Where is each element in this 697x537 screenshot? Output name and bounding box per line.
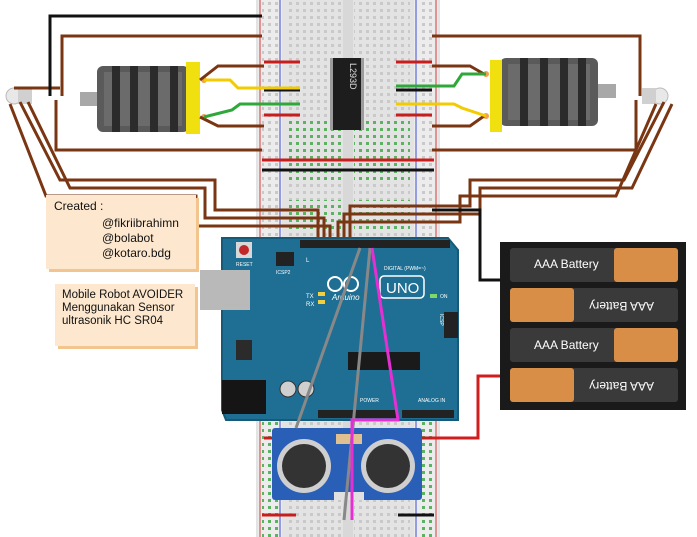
- rx-label: RX: [306, 302, 314, 308]
- echo-wire-gray: [342, 247, 372, 521]
- analog-header: [402, 410, 454, 418]
- chip-label: L293D: [348, 63, 358, 90]
- right-yellow-wire: [396, 102, 487, 118]
- credits-title: Created :: [54, 199, 104, 213]
- right-connector: [642, 87, 669, 105]
- credits-handle-2: @bolabot: [102, 231, 154, 245]
- on-label: ON: [440, 294, 448, 300]
- battery-cell-3-label: AAA Battery: [534, 338, 599, 352]
- right-dc-motor: [483, 58, 616, 132]
- digital-label: DIGITAL (PWM=~): [384, 266, 426, 272]
- usb-port: [200, 270, 250, 310]
- l-label: L: [306, 258, 310, 264]
- model-label: UNO: [386, 280, 419, 297]
- left-brown-wires: [8, 34, 332, 250]
- left-connector: [5, 87, 32, 105]
- battery-red-wire: [432, 374, 508, 440]
- l293d-chip: L293D: [330, 58, 364, 130]
- battery-cell-1: AAA Battery: [510, 248, 678, 282]
- battery-cell-3: AAA Battery: [510, 328, 678, 362]
- battery-black-wire: [432, 208, 508, 282]
- atmega-chip: [348, 352, 420, 370]
- icsp-header: [444, 312, 458, 338]
- left-green-wire: [203, 102, 300, 119]
- trig-wire-gray: [294, 247, 362, 429]
- battery-cell-4-label: AAA Battery: [589, 379, 654, 393]
- credits-handle-3: @kotaro.bdg: [102, 246, 171, 260]
- description-line-1: Mobile Robot AVOIDER: [62, 289, 184, 301]
- left-yellow-wire: [204, 78, 300, 90]
- credits-note: Created : @fikriibrahimn @bolabot @kotar…: [46, 195, 196, 269]
- battery-cell-1-label: AAA Battery: [534, 257, 599, 271]
- description-note: Mobile Robot AVOIDER Menggunakan Sensor …: [55, 284, 195, 346]
- left-dc-motor: [80, 62, 207, 134]
- right-green-wire: [396, 72, 486, 88]
- icsp-label: ICSP: [438, 314, 444, 326]
- battery-pack: AAA Battery AAA Battery AAA Battery AAA …: [500, 242, 686, 410]
- brand-label: Arduino: [331, 293, 360, 302]
- battery-cell-2-label: AAA Battery: [589, 299, 654, 313]
- top-black-wire: [48, 14, 262, 96]
- hc-sr04-sensor: [272, 428, 422, 500]
- power-label: POWER: [360, 398, 379, 404]
- dc-jack: [222, 380, 266, 414]
- reset-button[interactable]: [239, 245, 249, 255]
- battery-cell-4: AAA Battery: [510, 368, 678, 402]
- battery-cell-2: AAA Battery: [510, 288, 678, 322]
- icsp2-header: [276, 252, 294, 266]
- icsp2-label: ICSP2: [276, 270, 291, 276]
- credits-handle-1: @fikriibrahimn: [102, 216, 179, 230]
- tx-label: TX: [306, 294, 314, 300]
- arduino-uno-board: RESET ICSP2 DIGITAL (PWM=~) L TX RX Ardu…: [200, 237, 459, 421]
- digital-header: [300, 240, 450, 248]
- reset-label: RESET: [236, 262, 253, 268]
- echo-wire-magenta: [350, 247, 400, 520]
- description-line-2: Menggunakan Sensor: [62, 302, 175, 314]
- analog-in-label: ANALOG IN: [418, 398, 446, 404]
- description-line-3: ultrasonik HC SR04: [62, 315, 163, 327]
- power-header: [318, 410, 398, 418]
